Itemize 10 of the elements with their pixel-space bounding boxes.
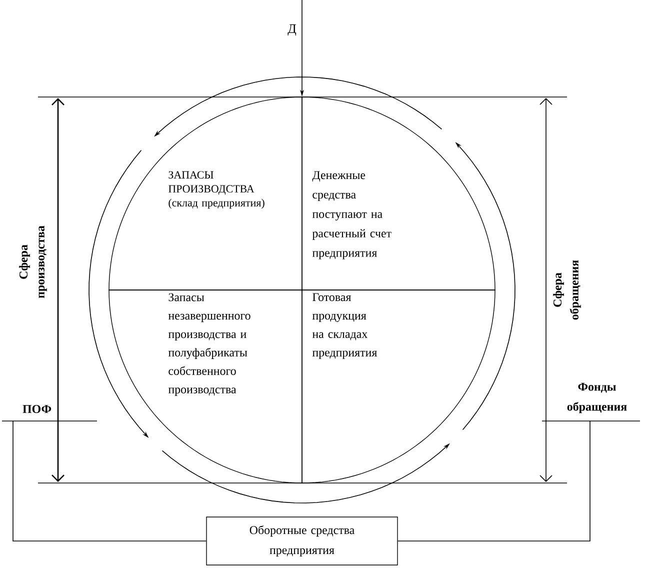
text-box: Оборотные средства предприятия xyxy=(206,516,398,566)
circle-quadrant: ЗАПАСЫ ПРОИЗВОДСТВА (склад предприятия) xyxy=(108,96,302,290)
node-text: Фонды обращения xyxy=(567,382,627,414)
dimension-label: Сфера обращения xyxy=(553,260,581,320)
edge-label: Д xyxy=(286,23,298,37)
node-text: ПОФ xyxy=(22,404,52,413)
circle-quadrant: Готовая продукция на складах предприятия xyxy=(302,290,496,484)
circle-quadrant: Запасы незавершенного производства и полуфабрикаты собственного производства xyxy=(108,290,302,484)
dimension-label: Сфера производства xyxy=(19,226,47,298)
circle-quadrant: Денежные средства поступают на расчетный счет предприятия xyxy=(302,96,496,290)
